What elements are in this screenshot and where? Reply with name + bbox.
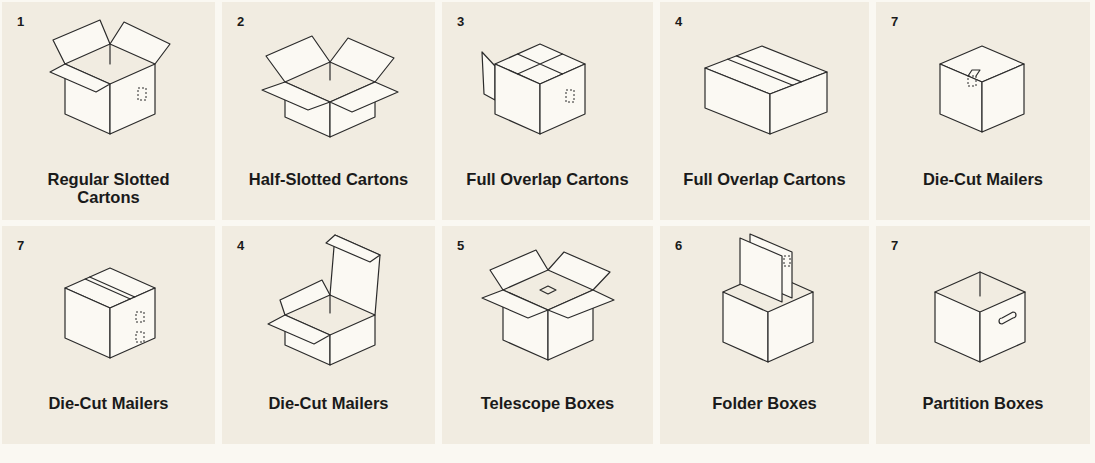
box-type-label: Die-Cut Mailers (901, 170, 1066, 188)
box-type-tile: 5Telescope Boxes (442, 226, 653, 444)
callout-number: 3 (442, 2, 653, 30)
box-type-label: Partition Boxes (901, 394, 1066, 412)
box-type-tile: 3Full Overlap Cartons (442, 2, 653, 220)
box-type-label: Folder Boxes (682, 394, 847, 412)
callout-number: 4 (660, 2, 869, 30)
box-type-label: Half-Slotted Cartons (246, 170, 411, 188)
box-type-tile: 7Partition Boxes (876, 226, 1090, 444)
box-type-label: Full Overlap Cartons (682, 170, 847, 188)
callout-number: 7 (876, 2, 1090, 30)
box-type-label: Full Overlap Cartons (465, 170, 630, 188)
callout-number: 4 (222, 226, 435, 254)
callout-number: 2 (222, 2, 435, 30)
box-type-label: Telescope Boxes (465, 394, 630, 412)
box-type-tile: 4Full Overlap Cartons (660, 2, 869, 220)
box-type-label: Die-Cut Mailers (26, 394, 191, 412)
box-type-tile: 4Die-Cut Mailers (222, 226, 435, 444)
box-type-tile: 1Regular Slotted Cartons (2, 2, 215, 220)
box-type-label: Regular Slotted Cartons (26, 170, 191, 206)
box-type-tile: 7Die-Cut Mailers (876, 2, 1090, 220)
box-type-label: Die-Cut Mailers (246, 394, 411, 412)
callout-number: 1 (2, 2, 215, 30)
callout-number: 7 (876, 226, 1090, 254)
box-type-tile: 6Folder Boxes (660, 226, 869, 444)
callout-number: 6 (660, 226, 869, 254)
callout-number: 5 (442, 226, 653, 254)
callout-number: 7 (2, 226, 215, 254)
box-type-tile: 2Half-Slotted Cartons (222, 2, 435, 220)
box-type-tile: 7Die-Cut Mailers (2, 226, 215, 444)
